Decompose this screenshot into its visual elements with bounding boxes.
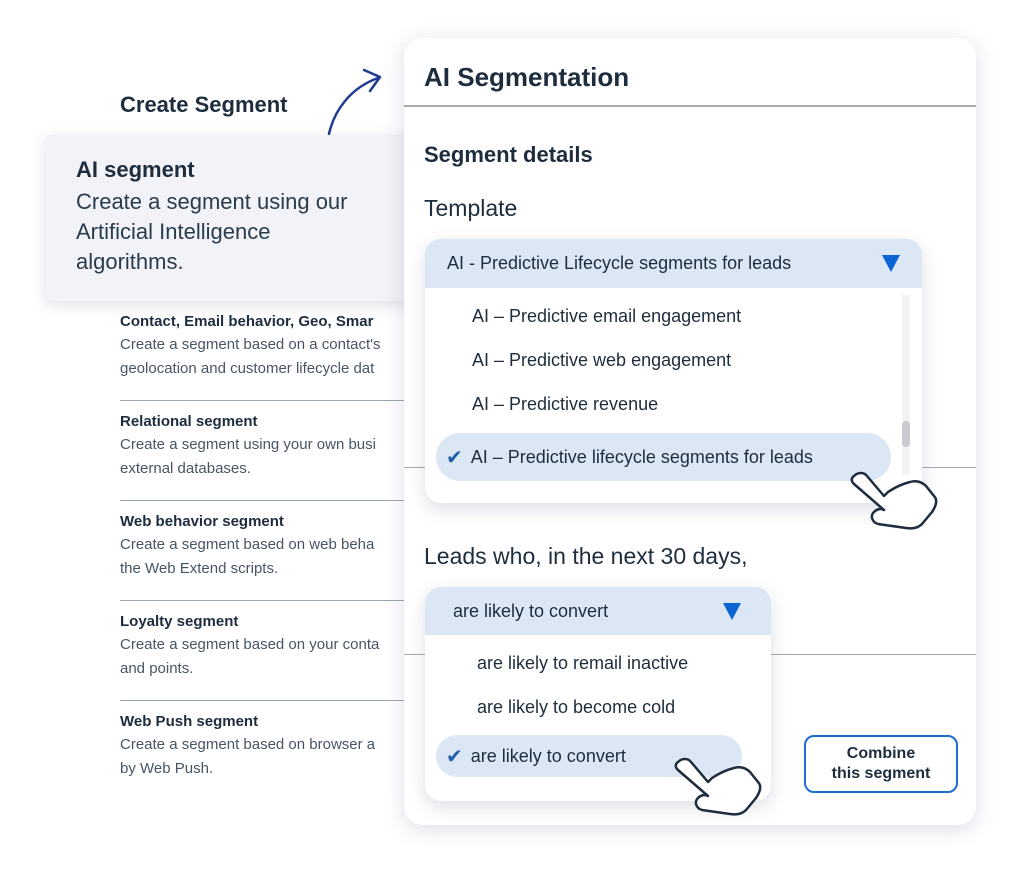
segment-type-title: Web behavior segment — [120, 513, 284, 530]
divider — [120, 500, 410, 501]
scrollbar-thumb[interactable] — [902, 421, 910, 447]
segment-type-desc: Create a segment using your own busi — [120, 436, 376, 453]
segment-type-title: Loyalty segment — [120, 613, 239, 630]
segment-type-desc: Create a segment based on browser a — [120, 736, 376, 753]
check-icon: ✔ — [446, 446, 463, 469]
condition-option[interactable]: are likely to become cold — [477, 697, 676, 717]
segment-type-desc: the Web Extend scripts. — [120, 560, 279, 577]
pointer-hand-icon — [850, 471, 938, 530]
curved-arrow-icon — [327, 68, 382, 136]
check-icon: ✔ — [446, 745, 463, 768]
segment-type-title: Web Push segment — [120, 713, 259, 730]
template-selected-value: AI - Predictive Lifecycle segments for l… — [447, 253, 792, 273]
pointer-hand-icon — [674, 757, 762, 816]
section-title: Segment details — [424, 142, 593, 167]
template-label: Template — [424, 195, 518, 221]
divider — [120, 400, 410, 401]
segment-type-desc: Create a segment based on a contact's — [120, 336, 381, 353]
template-option[interactable]: AI – Predictive revenue — [472, 394, 659, 414]
template-dropdown[interactable]: AI - Predictive Lifecycle segments for l… — [425, 239, 922, 503]
segment-type-desc: Create a segment based on your conta — [120, 636, 380, 653]
segment-type-desc: by Web Push. — [120, 760, 214, 777]
segment-type-loyalty[interactable]: Loyalty segment Create a segment based o… — [120, 613, 410, 681]
condition-selected-value: are likely to convert — [453, 600, 609, 621]
scrollbar-track[interactable] — [902, 295, 910, 475]
template-option[interactable]: AI – Predictive email engagement — [472, 306, 742, 326]
segment-type-desc: Create a segment based on web beha — [120, 536, 375, 553]
condition-dropdown-header[interactable]: are likely to convert — [425, 587, 771, 635]
combine-segment-button[interactable]: Combine this segment — [804, 735, 958, 793]
template-dropdown-header[interactable]: AI - Predictive Lifecycle segments for l… — [425, 239, 922, 288]
segment-type-title: Contact, Email behavior, Geo, Smar — [120, 313, 374, 330]
ai-segment-card[interactable]: AI segment Create a segment using our Ar… — [46, 135, 416, 301]
template-option-selected[interactable]: ✔ AI – Predictive lifecycle segments for… — [436, 433, 891, 481]
template-option[interactable]: AI – Predictive web engagement — [472, 350, 732, 370]
segment-type-desc: external databases. — [120, 460, 251, 477]
divider — [120, 700, 410, 701]
segment-type-relational[interactable]: Relational segment Create a segment usin… — [120, 413, 410, 481]
segment-type-desc: and points. — [120, 660, 194, 677]
ai-segment-description: Create a segment using our Artificial In… — [76, 189, 348, 274]
divider — [404, 105, 976, 107]
ai-segment-title: AI segment — [76, 157, 195, 182]
condition-option[interactable]: are likely to remail inactive — [477, 653, 689, 673]
divider — [120, 600, 410, 601]
condition-label: Leads who, in the next 30 days, — [424, 543, 748, 569]
template-option-label: AI – Predictive lifecycle segments for l… — [470, 446, 813, 467]
combine-button-line1: Combine — [846, 745, 916, 762]
combine-button-line2: this segment — [831, 765, 931, 782]
create-segment-title: Create Segment — [120, 92, 288, 117]
caret-down-icon[interactable] — [882, 255, 900, 272]
condition-dropdown[interactable]: are likely to convert are likely to rema… — [425, 587, 771, 801]
segment-type-desc: geolocation and customer lifecycle dat — [120, 360, 375, 377]
segment-type-title: Relational segment — [120, 413, 258, 430]
caret-down-icon[interactable] — [723, 602, 741, 620]
segment-type-web-push[interactable]: Web Push segment Create a segment based … — [120, 713, 410, 781]
condition-option-label: are likely to convert — [470, 745, 626, 766]
segment-type-list: Contact, Email behavior, Geo, Smar Creat… — [120, 313, 410, 781]
segment-type-web-behavior[interactable]: Web behavior segment Create a segment ba… — [120, 513, 410, 581]
panel-title: AI Segmentation — [424, 62, 630, 92]
segment-type-contact[interactable]: Contact, Email behavior, Geo, Smar Creat… — [120, 313, 410, 381]
